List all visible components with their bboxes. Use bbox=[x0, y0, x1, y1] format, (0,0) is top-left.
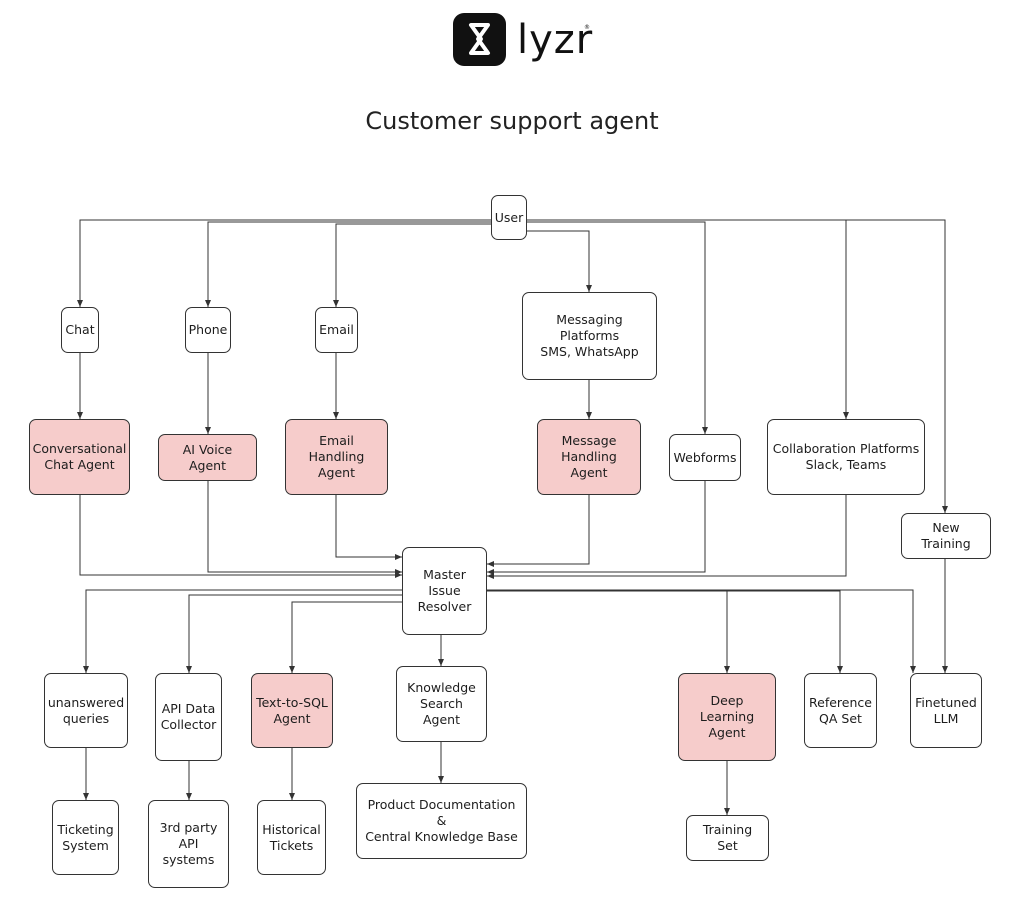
node-knowledge-search-agent: Knowledge Search Agent bbox=[396, 666, 487, 742]
node-training-set: Training Set bbox=[686, 815, 769, 861]
node-product-documentation: Product Documentation & Central Knowledg… bbox=[356, 783, 527, 859]
edge-conversational-master bbox=[79, 495, 402, 578]
edge-master-finetuned bbox=[487, 589, 916, 673]
node-user: User bbox=[491, 195, 527, 240]
edge-user-new-training bbox=[527, 219, 948, 513]
edge-user-phone bbox=[205, 221, 491, 307]
node-ticketing-system: Ticketing System bbox=[52, 800, 119, 875]
node-master-issue-resolver: Master Issue Resolver bbox=[402, 547, 487, 635]
node-conversational-chat-agent: Conversational Chat Agent bbox=[29, 419, 130, 495]
node-email-handling-agent: Email Handling Agent bbox=[285, 419, 388, 495]
node-message-handling-agent: Message Handling Agent bbox=[537, 419, 641, 495]
edge-user-email bbox=[333, 223, 491, 307]
node-phone: Phone bbox=[185, 307, 231, 353]
node-third-party-api-systems: 3rd party API systems bbox=[148, 800, 229, 888]
edge-master-deeplearning bbox=[487, 589, 730, 673]
node-reference-qa-set: Reference QA Set bbox=[804, 673, 877, 748]
node-finetuned-llm: Finetuned LLM bbox=[910, 673, 982, 748]
node-ai-voice-agent: AI Voice Agent bbox=[158, 434, 257, 481]
node-chat: Chat bbox=[61, 307, 99, 353]
edge-emailhandling-master bbox=[335, 495, 402, 560]
node-collaboration-platforms: Collaboration Platforms Slack, Teams bbox=[767, 419, 925, 495]
node-text-to-sql-agent: Text-to-SQL Agent bbox=[251, 673, 333, 748]
edge-collaboration-master bbox=[487, 495, 847, 579]
edge-user-messaging bbox=[527, 230, 592, 292]
node-email: Email bbox=[315, 307, 358, 353]
node-new-training: New Training bbox=[901, 513, 991, 559]
edge-voice-master bbox=[207, 481, 402, 575]
edge-user-chat bbox=[77, 219, 491, 307]
edge-messagehandling-master bbox=[487, 495, 590, 567]
node-api-data-collector: API Data Collector bbox=[155, 673, 222, 761]
node-messaging-platforms: Messaging Platforms SMS, WhatsApp bbox=[522, 292, 657, 380]
node-historical-tickets: Historical Tickets bbox=[257, 800, 326, 875]
registered-mark: ® bbox=[584, 24, 590, 31]
edge-webforms-master bbox=[487, 481, 706, 575]
edge-master-referenceqa bbox=[487, 590, 843, 673]
node-deep-learning-agent: Deep Learning Agent bbox=[678, 673, 776, 761]
diagram-title: Customer support agent bbox=[365, 107, 659, 135]
node-unanswered-queries: unanswered queries bbox=[44, 673, 128, 748]
edge-user-webforms bbox=[527, 221, 708, 434]
brand-name: lyzr bbox=[517, 17, 594, 63]
edge-master-apicollector bbox=[186, 594, 402, 673]
node-webforms: Webforms bbox=[669, 434, 741, 481]
edge-master-texttosql bbox=[289, 601, 402, 673]
lyzr-logo-icon bbox=[453, 13, 506, 66]
edge-master-unanswered bbox=[83, 589, 402, 673]
